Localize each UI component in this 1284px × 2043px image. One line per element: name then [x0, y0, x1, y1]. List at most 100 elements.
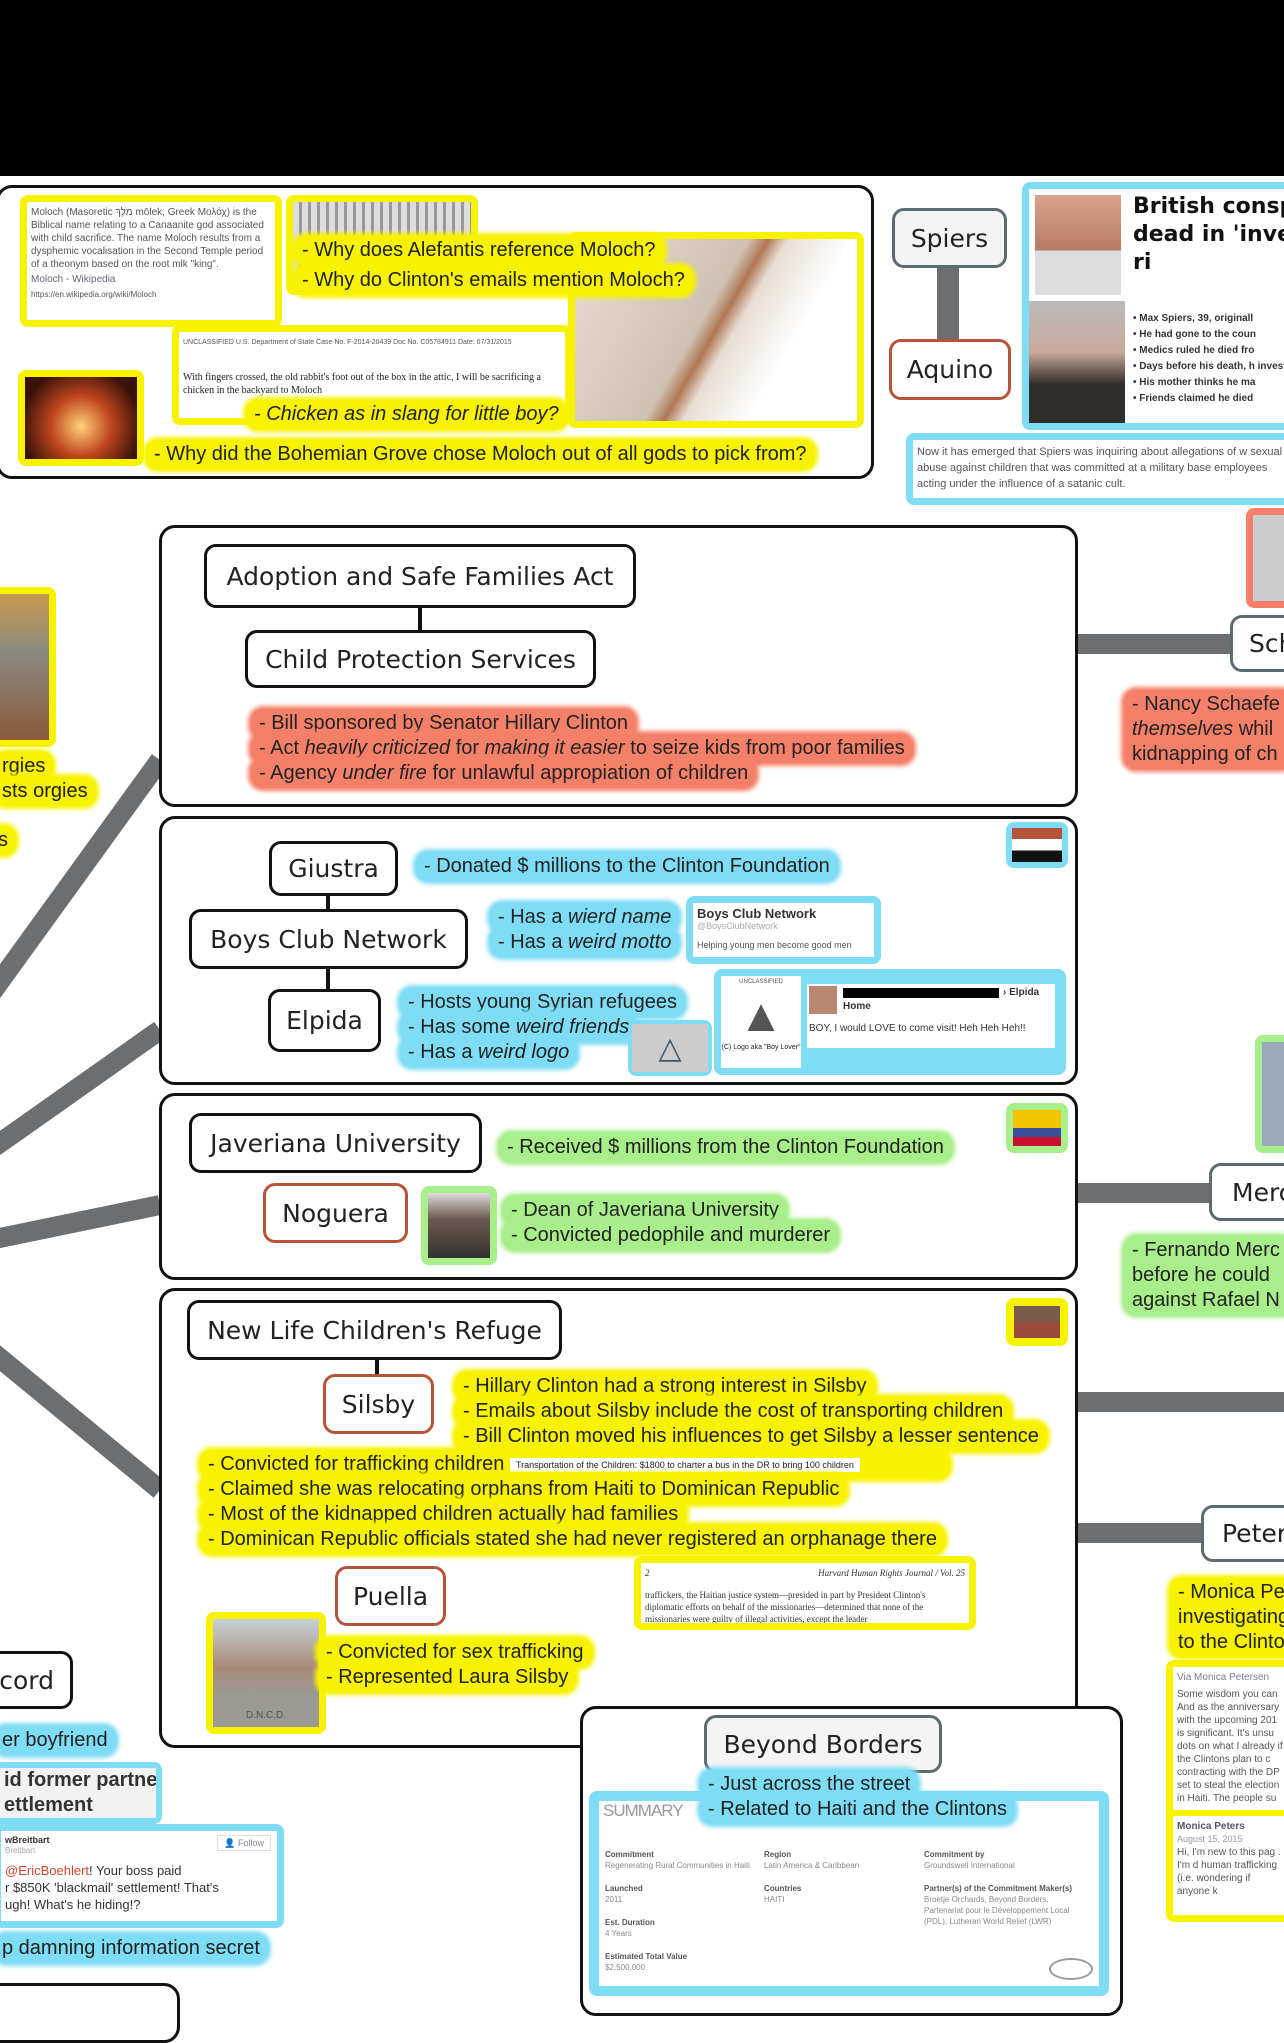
fb-home: Home	[843, 1001, 871, 1012]
logo-top-label: UNCLASSIFIED	[739, 979, 783, 985]
mercado-photo	[1255, 1035, 1284, 1153]
headline-line: id former partner	[4, 1769, 156, 1791]
note-emails-transport: - Emails about Silsby include the cost o…	[455, 1397, 1012, 1426]
note-bohemian-grove: - Why did the Bohemian Grove chose Moloc…	[146, 440, 815, 469]
note-received-millions: - Received $ millions from the Clinton F…	[499, 1133, 952, 1162]
clinton-foundation-logo-icon	[1049, 1958, 1093, 1980]
bohemian-grove-photo	[18, 370, 144, 466]
connector-lines	[0, 266, 1284, 1543]
note-donated: - Donated $ millions to the Clinton Foun…	[416, 852, 838, 881]
headline-line: ettlement	[4, 1794, 93, 1816]
note-bill-clinton-sentence: - Bill Clinton moved his influences to g…	[455, 1422, 1047, 1451]
follow-button[interactable]: 👤 Follow	[217, 1835, 271, 1851]
note-represented-silsby: - Represented Laura Silsby	[318, 1663, 577, 1692]
top-black-bar	[0, 0, 1284, 176]
note-alefantis: - Why does Alefantis reference Moloch?	[294, 236, 664, 265]
spiers-photo	[1035, 195, 1121, 295]
connector-line	[0, 1345, 167, 1498]
temple-photo	[0, 587, 56, 747]
connector-line	[418, 606, 422, 632]
node-schaefer[interactable]: Sch	[1230, 615, 1284, 672]
article-bullet: • He had gone to the coun	[1133, 329, 1256, 340]
tweet-text: r $850K 'blackmail' settlement! That's	[5, 1880, 219, 1895]
petersen-post: Via Monica Petersen Some wisdom you can …	[1166, 1660, 1284, 1922]
elpida-logo-photo: △	[628, 1020, 712, 1076]
fb-target: › Elpida	[1003, 987, 1040, 998]
breitbart-tweet: wBreitbart Breitbart 👤 Follow @EricBoehl…	[0, 1824, 284, 1928]
article-bullet: • Friends claimed he died	[1133, 393, 1254, 404]
spiers-article-card: British conspiracy theorist found dead i…	[1022, 182, 1284, 430]
node-giustra[interactable]: Giustra	[269, 841, 398, 896]
note-syrian-refugees: - Hosts young Syrian refugees	[400, 988, 686, 1017]
summary-field: Partner(s) of the Commitment Maker(s)Bro…	[924, 1884, 1073, 1926]
connector-line	[0, 1195, 163, 1249]
node-boys-club-network[interactable]: Boys Club Network	[189, 909, 468, 969]
connector-line	[375, 1357, 379, 1377]
logo-comparison: UNCLASSIFIED ▲ (C) Logo aka "Boy Lover"	[721, 976, 801, 1068]
note-chicken: - Chicken as in slang for little boy?	[246, 400, 567, 429]
note-wierd-name: - Has a wierd name	[490, 903, 680, 932]
transport-doc-excerpt: Transportation of the Children: $1800 to…	[510, 1457, 860, 1472]
journal-title: Harvard Human Rights Journal / Vol. 25	[818, 1568, 965, 1578]
node-mercado[interactable]: Merc	[1209, 1163, 1284, 1221]
summary-field: Estimated Total Value$2,500,000	[605, 1952, 688, 1972]
node-silsby[interactable]: Silsby	[323, 1374, 434, 1434]
node-petersen[interactable]: Peter	[1201, 1505, 1284, 1562]
elpida-evidence-card: UNCLASSIFIED ▲ (C) Logo aka "Boy Lover" …	[714, 969, 1066, 1075]
post-via: Via Monica Petersen	[1177, 1672, 1270, 1683]
note-convicted-pedophile: - Convicted pedophile and murderer	[503, 1221, 839, 1250]
tweet-text: ugh! What's he hiding!?	[5, 1897, 141, 1912]
node-puella[interactable]: Puella	[335, 1566, 446, 1626]
node-beyond-borders[interactable]: Beyond Borders	[704, 1715, 942, 1773]
mugshot-label: D.N.C.D.	[213, 1619, 319, 1727]
email-text: With fingers crossed, the old rabbit's f…	[183, 372, 541, 396]
wiki-link[interactable]: Moloch - Wikipedia	[31, 274, 116, 285]
excerpt-text: Now it has emerged that Spiers was inqui…	[913, 440, 1284, 498]
note-weird-friends: - Has some weird friends	[400, 1013, 638, 1042]
node-record[interactable]: cord	[0, 1651, 73, 1709]
moloch-wiki-card: Moloch (Masoretic מֹלֶךְ mōlek, Greek Μο…	[20, 195, 282, 327]
note-clinton-emails: - Why do Clinton's emails mention Moloch…	[294, 266, 693, 295]
journal-text: traffickers, the Haitian justice system—…	[645, 1590, 926, 1623]
tweet-mention[interactable]: @EricBoehlert	[5, 1863, 90, 1878]
note-weird-logo: - Has a weird logo	[400, 1038, 578, 1067]
syria-flag	[1006, 822, 1068, 868]
node-adoption-act[interactable]: Adoption and Safe Families Act	[204, 544, 636, 608]
triangle-logo-icon: △	[632, 1024, 708, 1072]
node-javeriana-university[interactable]: Javeriana University	[189, 1113, 482, 1173]
email-header: UNCLASSIFIED U.S. Department of State Ca…	[183, 339, 512, 346]
note-orgies: rgies	[0, 752, 54, 781]
article-bullet: • Medics ruled he died fro	[1133, 345, 1255, 356]
page-number: 2	[645, 1568, 650, 1578]
node-new-life-childrens-refuge[interactable]: New Life Children's Refuge	[187, 1300, 562, 1360]
note-convicted-trafficking: - Convicted for trafficking children Tra…	[200, 1450, 950, 1479]
wiki-url: https://en.wikipedia.org/wiki/Moloch	[31, 290, 157, 299]
note-dean: - Dean of Javeriana University	[503, 1196, 787, 1225]
schaefer-photo	[1246, 508, 1284, 608]
facebook-comment: › Elpida Home BOY, I would LOVE to come …	[807, 984, 1055, 1048]
connector-line	[0, 754, 169, 999]
node-child-protection-services[interactable]: Child Protection Services	[245, 630, 596, 688]
article-bullet: • Max Spiers, 39, originall	[1133, 313, 1254, 324]
note-children-had-families: - Most of the kidnapped children actuall…	[200, 1500, 687, 1529]
article-headline: British conspiracy theorist found dead i…	[1133, 194, 1284, 275]
node-noguera[interactable]: Noguera	[263, 1183, 408, 1243]
note-weird-motto: - Has a weird motto	[490, 928, 680, 957]
puella-mugshot: D.N.C.D.	[206, 1612, 326, 1734]
comment-date: August 15, 2015	[1177, 1834, 1243, 1844]
node-aquino[interactable]: Aquino	[889, 339, 1011, 400]
twitter-name: Boys Club Network	[697, 906, 817, 921]
twitter-handle: @BoysClubNetwork	[697, 921, 778, 931]
note-partial: s	[0, 826, 16, 855]
tweet-user: wBreitbart	[5, 1835, 50, 1845]
node-elpida[interactable]: Elpida	[268, 989, 381, 1052]
redaction-bar	[843, 988, 999, 998]
node-spiers[interactable]: Spiers	[892, 208, 1007, 268]
note-across-street: - Just across the street	[700, 1770, 919, 1799]
